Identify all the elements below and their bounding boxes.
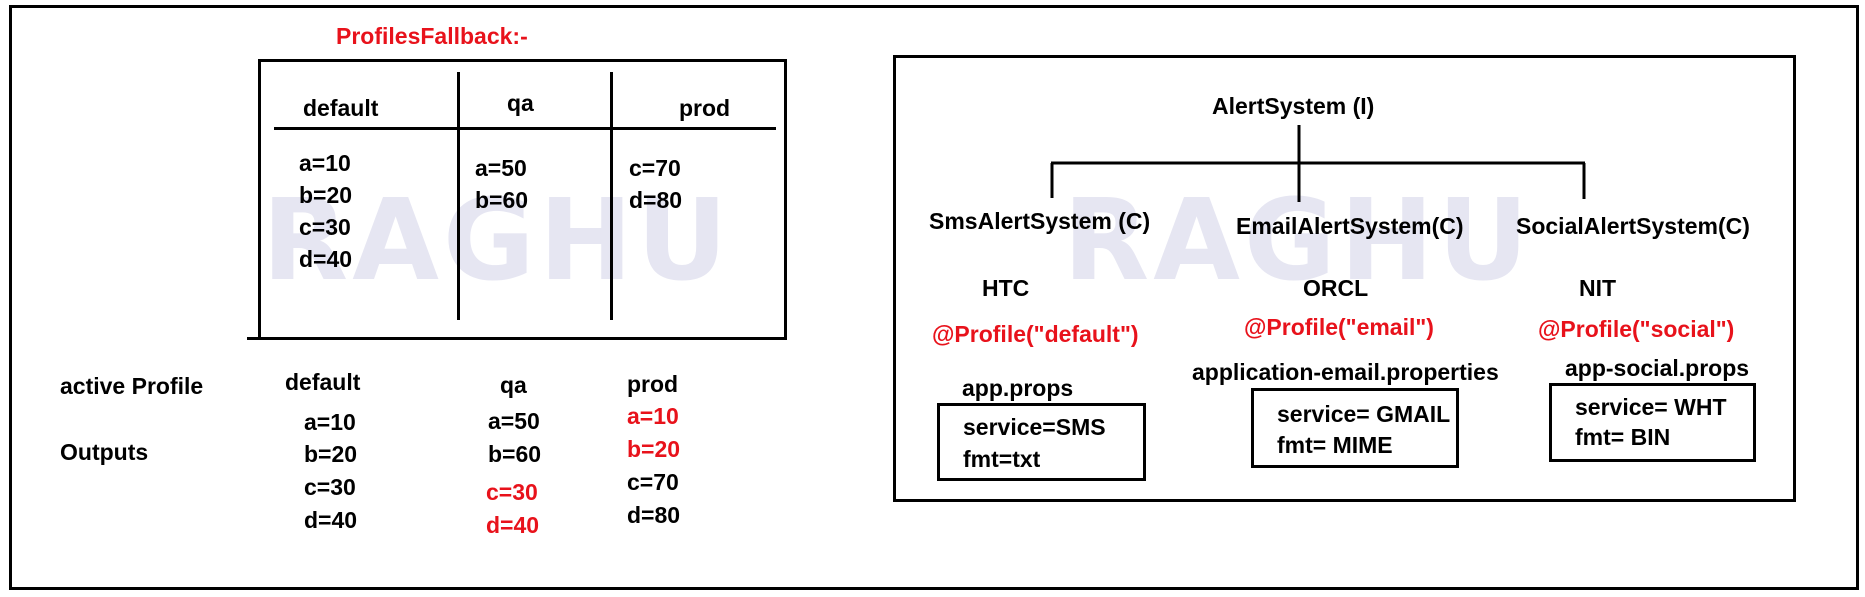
sms-prop-fmt: fmt=txt — [963, 446, 1041, 472]
output-header-prod: prod — [627, 371, 679, 397]
table-header-rule — [274, 127, 776, 130]
column-header-default: default — [303, 95, 379, 121]
prod-prop-d: d=80 — [629, 187, 683, 213]
column-header-prod: prod — [679, 95, 731, 121]
table-bottom-border — [247, 337, 787, 340]
alert-system-frame — [893, 55, 1796, 502]
output-qa-a: a=50 — [488, 408, 540, 434]
output-qa-c: c=30 — [486, 479, 538, 505]
output-qa-b: b=60 — [488, 441, 542, 467]
social-prop-fmt: fmt= BIN — [1575, 424, 1671, 450]
table-right-border — [784, 59, 787, 340]
social-prop-service: service= WHT — [1575, 394, 1727, 420]
sms-profile-annotation: @Profile("default") — [932, 321, 1139, 347]
social-alert-system-class: SocialAlertSystem(C) — [1516, 213, 1750, 239]
sms-prop-service: service=SMS — [963, 414, 1106, 440]
output-default-b: b=20 — [304, 441, 358, 467]
output-default-d: d=40 — [304, 507, 358, 533]
qa-prop-b: b=60 — [475, 187, 529, 213]
email-profile-annotation: @Profile("email") — [1244, 314, 1434, 340]
table-divider-2 — [610, 72, 613, 320]
watermark-left: RAGHU — [262, 176, 732, 306]
output-prod-a: a=10 — [627, 403, 679, 429]
alert-system-interface: AlertSystem (I) — [1212, 93, 1375, 119]
default-prop-c: c=30 — [299, 214, 351, 240]
email-props-file: application-email.properties — [1192, 359, 1499, 385]
social-profile-annotation: @Profile("social") — [1538, 316, 1735, 342]
sms-vendor: HTC — [982, 275, 1030, 301]
default-prop-a: a=10 — [299, 150, 351, 176]
output-prod-d: d=80 — [627, 502, 681, 528]
table-top-border — [258, 59, 787, 62]
watermark-right: RAGHU — [1063, 176, 1533, 306]
output-prod-c: c=70 — [627, 469, 679, 495]
sms-props-file: app.props — [962, 375, 1074, 401]
prod-prop-c: c=70 — [629, 155, 681, 181]
social-vendor: NIT — [1579, 275, 1617, 301]
default-prop-d: d=40 — [299, 246, 353, 272]
sms-alert-system-class: SmsAlertSystem (C) — [929, 208, 1151, 234]
sms-props-box — [937, 403, 1146, 481]
email-prop-service: service= GMAIL — [1277, 401, 1451, 427]
qa-prop-a: a=50 — [475, 155, 527, 181]
outputs-label: Outputs — [60, 439, 149, 465]
output-header-qa: qa — [500, 372, 527, 398]
output-header-default: default — [285, 369, 361, 395]
active-profile-label: active Profile — [60, 373, 204, 399]
email-vendor: ORCL — [1303, 275, 1369, 301]
column-header-qa: qa — [507, 90, 534, 116]
email-prop-fmt: fmt= MIME — [1277, 432, 1393, 458]
output-default-a: a=10 — [304, 409, 356, 435]
table-left-border — [258, 59, 261, 340]
profiles-fallback-heading: ProfilesFallback:- — [336, 23, 528, 49]
output-qa-d: d=40 — [486, 512, 540, 538]
email-props-box — [1251, 388, 1459, 468]
output-prod-b: b=20 — [627, 436, 681, 462]
email-alert-system-class: EmailAlertSystem(C) — [1236, 213, 1464, 239]
output-default-c: c=30 — [304, 474, 356, 500]
social-props-file: app-social.props — [1565, 355, 1750, 381]
table-divider-1 — [457, 72, 460, 320]
outer-frame — [9, 5, 1859, 590]
social-props-box — [1549, 383, 1756, 462]
default-prop-b: b=20 — [299, 182, 353, 208]
